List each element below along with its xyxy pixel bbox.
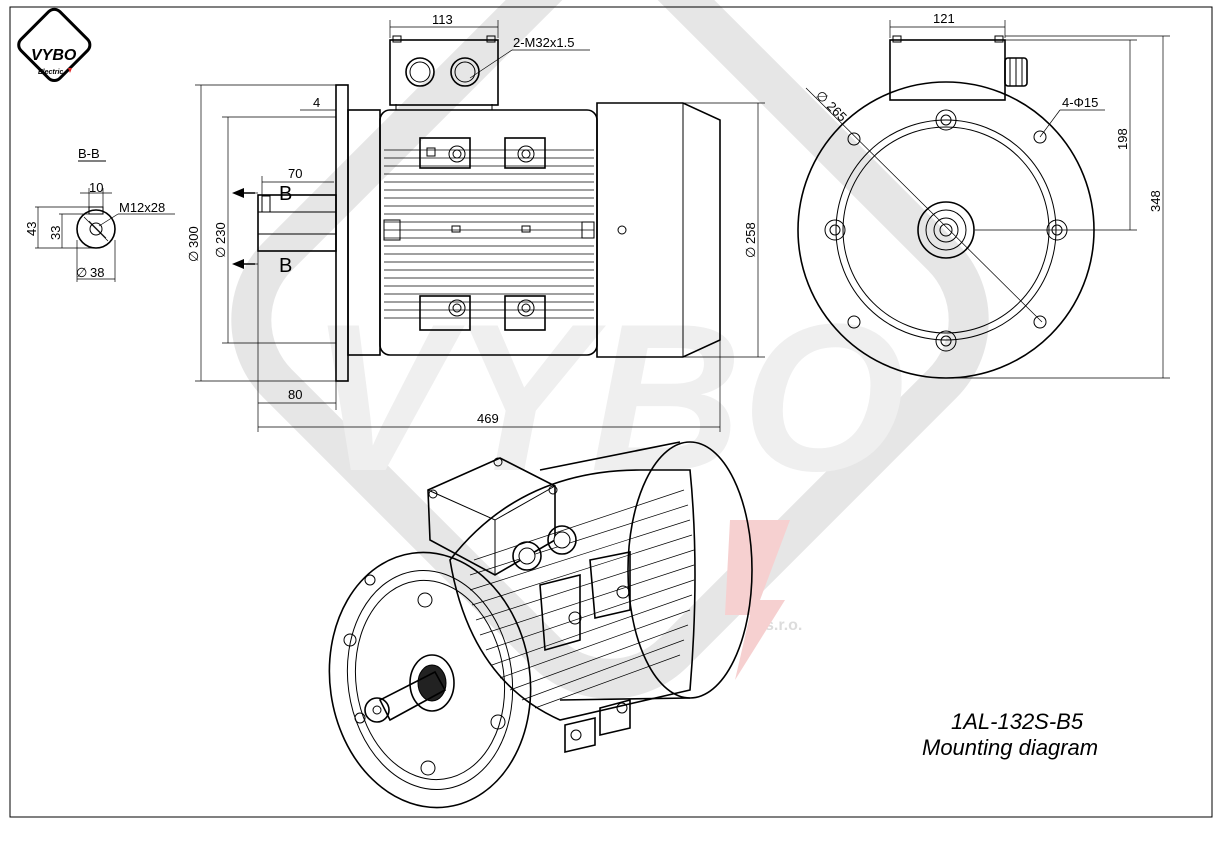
model-number: 1AL-132S-B5 xyxy=(951,709,1084,734)
dia-symbol-38: ∅ xyxy=(76,265,87,280)
dia-symbol-258: ∅ xyxy=(743,247,758,258)
dim-10: 10 xyxy=(89,180,103,195)
cut-label-top: B xyxy=(279,183,292,205)
dim-4: 4 xyxy=(313,95,320,110)
dim-198: 198 xyxy=(1115,128,1130,150)
dim-80: 80 xyxy=(288,387,302,402)
watermark: VYBO s.r.o. xyxy=(231,0,989,699)
cut-label-bottom: B xyxy=(279,255,292,277)
dim-348: 348 xyxy=(1148,190,1163,212)
watermark-suffix: s.r.o. xyxy=(765,617,802,634)
dia-symbol-230: ∅ xyxy=(213,247,228,258)
dim-43: 43 xyxy=(24,222,39,236)
caption: 1AL-132S-B5 Mounting diagram xyxy=(922,709,1098,760)
dim-121: 121 xyxy=(933,11,955,26)
dia-symbol-300: ∅ xyxy=(186,251,201,262)
svg-text:VYBO: VYBO xyxy=(310,280,905,515)
logo-sub: Electric xyxy=(38,69,63,76)
dim-230: 230 xyxy=(213,222,228,244)
dim-38: 38 xyxy=(90,265,104,280)
logo-brand: VYBO xyxy=(31,47,77,64)
dim-gland: 2-M32x1.5 xyxy=(513,35,574,50)
dim-469: 469 xyxy=(477,411,499,426)
dim-holes: 4-Φ15 xyxy=(1062,95,1098,110)
diagram-subtitle: Mounting diagram xyxy=(922,735,1098,760)
dim-258: 258 xyxy=(743,222,758,244)
dim-33: 33 xyxy=(48,226,63,240)
side-view-dimensions: 113 2-M32x1.5 4 70 B B ∅ 300 ∅ 230 xyxy=(186,12,765,432)
section-b-b: B-B 10 M12x28 43 33 ∅ 38 xyxy=(24,146,175,282)
dim-thread: M12x28 xyxy=(119,200,165,215)
motor-isometric-view xyxy=(328,441,753,809)
drawing-border xyxy=(9,6,1213,818)
section-title: B-B xyxy=(78,146,100,161)
dim-300: 300 xyxy=(186,226,201,248)
vybo-logo: VYBO Electric xyxy=(17,7,92,83)
dim-113: 113 xyxy=(432,12,453,27)
dim-70: 70 xyxy=(288,166,302,181)
